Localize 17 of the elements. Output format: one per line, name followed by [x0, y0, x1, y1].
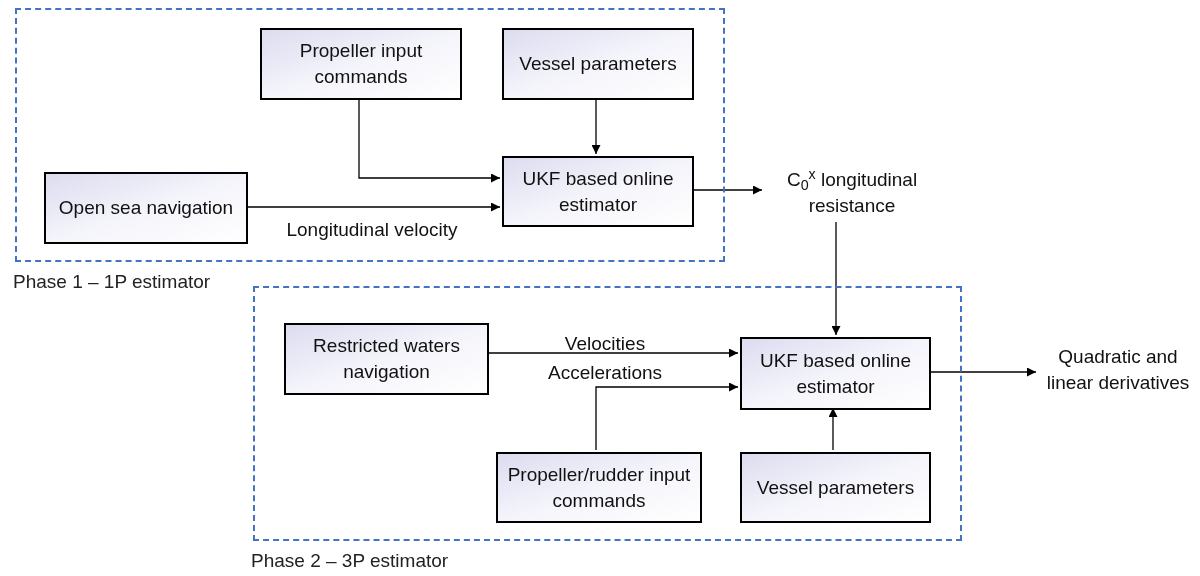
process-box: Propeller/rudder input commands [496, 452, 702, 523]
group-title: Phase 2 – 3P estimator [251, 549, 449, 573]
process-box: UKF based online estimator [502, 156, 694, 227]
output-text: Quadratic and linear derivatives [1036, 328, 1200, 412]
process-box: Restricted waters navigation [284, 323, 489, 395]
arrow [831, 221, 841, 336]
edge-label: Velocities [563, 332, 647, 356]
process-box: Vessel parameters [740, 452, 931, 523]
process-box: Open sea navigation [44, 172, 248, 244]
signal-label: Accelerations [546, 361, 664, 385]
edge-label: Longitudinal velocity [285, 218, 459, 242]
process-box: Vessel parameters [502, 28, 694, 100]
group-title: Phase 1 – 1P estimator [13, 270, 211, 294]
arrow [595, 382, 739, 451]
output-text: C$_{0}$$^{x}$ longitudinal resistance [762, 164, 942, 222]
process-box: UKF based online estimator [740, 337, 931, 410]
process-box: Propeller input commands [260, 28, 462, 100]
